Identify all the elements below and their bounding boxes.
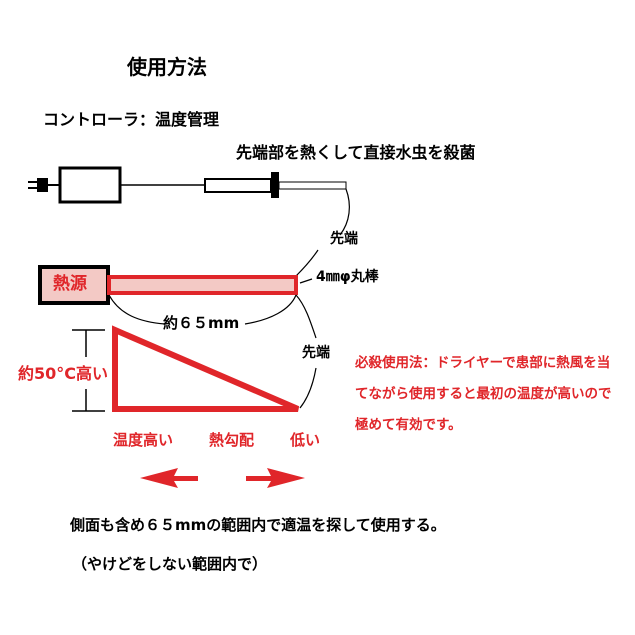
plug-icon <box>28 178 48 192</box>
gradient-low-label: 低い <box>290 431 321 449</box>
footer-note: （やけどをしない範囲内で） <box>72 555 268 573</box>
controller-box <box>58 166 122 204</box>
warning-note: 必殺使用法：ドライヤーで患部に熱風を当 てながら使用すると最初の温度が高いので … <box>355 348 612 441</box>
leader-curve <box>295 294 317 339</box>
gradient-middle-label: 熱勾配 <box>209 431 255 449</box>
gradient-high-label: 温度高い <box>113 431 174 449</box>
length-curve <box>108 294 166 325</box>
footer-instruction: 側面も含め６５mmの範囲内で適温を探して使用する。 <box>70 516 446 534</box>
warning-line: てながら使用すると最初の温度が高いので <box>355 386 612 402</box>
temperature-label: 約50°C高い <box>18 364 109 383</box>
device-rod <box>278 181 347 190</box>
left-arrow-icon <box>140 468 198 488</box>
page-title: 使用方法 <box>127 55 207 79</box>
tip-heat-label: 先端部を熱くして直接水虫を殺菌 <box>236 143 476 162</box>
device-handle <box>204 178 272 193</box>
length-curve <box>244 294 297 325</box>
warning-line: 極めて有効です。 <box>355 417 462 433</box>
enlarged-rod <box>107 275 298 295</box>
tip-label: 先端 <box>330 231 358 247</box>
temperature-bracket <box>72 329 105 412</box>
length-label: 約６５mm <box>163 314 240 332</box>
rod-label: 4㎜φ丸棒 <box>316 269 379 285</box>
leader-curve <box>299 367 317 409</box>
heat-source-label: 熱源 <box>53 274 87 294</box>
rod-pointer <box>299 278 313 284</box>
leader-curve <box>339 188 350 236</box>
controller-label: コントローラ：温度管理 <box>43 110 220 129</box>
warning-line: 必殺使用法：ドライヤーで患部に熱風を当 <box>355 355 611 371</box>
heat-gradient-triangle <box>112 325 300 412</box>
tip-label: 先端 <box>302 345 330 361</box>
device-flange <box>271 172 279 198</box>
leader-curve <box>295 249 319 277</box>
right-arrow-icon <box>246 468 305 488</box>
